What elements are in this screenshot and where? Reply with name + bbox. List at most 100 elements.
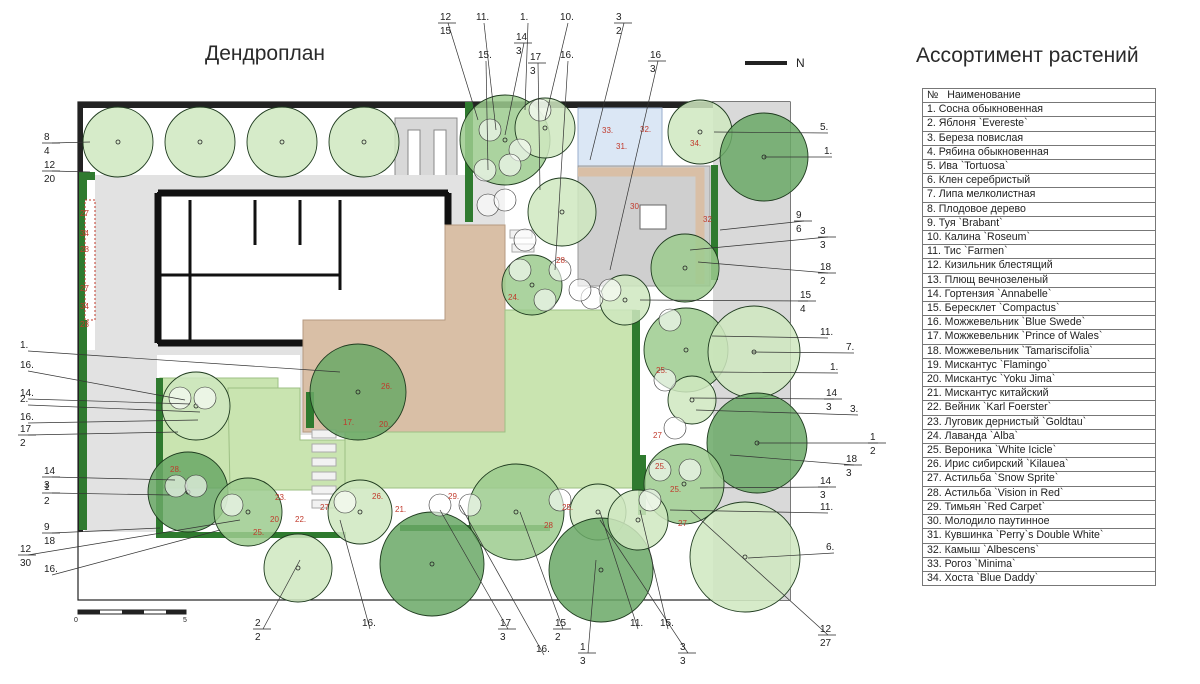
callout-quantity: 18 <box>44 536 56 547</box>
tree-trunk-marker <box>502 137 508 143</box>
shrub <box>473 158 497 182</box>
plant-name: 22. Вейник `Karl Foerster` <box>922 400 1156 416</box>
shrub <box>638 488 662 512</box>
plant-callout: 1. <box>824 146 832 157</box>
leader-line <box>519 511 564 630</box>
plant-number-label: 26. <box>372 492 383 501</box>
leader-line <box>27 419 199 424</box>
shrub <box>498 153 522 177</box>
callout-plant-number: 16. <box>20 360 34 371</box>
plant-callout: 84 <box>42 132 60 157</box>
callout-plant-number: 16 <box>650 50 662 61</box>
leader-line <box>27 431 179 436</box>
table-row: 9. Туя `Brabant` <box>922 215 1156 232</box>
tree-trunk-marker <box>355 389 361 395</box>
table-row: 19. Мискантус `Flamingo` <box>922 357 1156 374</box>
plant-name: 3. Береза повислая <box>922 130 1156 146</box>
tree-canopy <box>246 106 318 178</box>
plant-number-label: 25. <box>253 528 264 537</box>
shrub <box>184 474 208 498</box>
leader-line <box>459 504 545 656</box>
tree-canopy <box>263 533 333 603</box>
callout-plant-number: 11. <box>820 502 833 513</box>
leader-lines <box>27 22 878 656</box>
plant-name: 24. Лаванда `Alba` <box>922 428 1156 445</box>
leader-line <box>27 350 341 373</box>
plant-callout: 11. <box>820 502 833 513</box>
callout-plant-number: 3 <box>820 226 826 237</box>
plant-callout: 33 <box>678 642 696 667</box>
callout-plant-number: 7. <box>846 342 854 353</box>
leader-line <box>689 236 829 251</box>
callout-quantity: 3 <box>846 468 852 479</box>
leader-line <box>537 62 541 191</box>
plant-name: 17. Можжевельник `Prince of Wales` <box>922 329 1156 345</box>
tree-trunk-marker <box>115 139 121 145</box>
header-num: № <box>927 89 939 101</box>
leader-line <box>439 509 509 630</box>
tree-trunk-marker <box>197 139 203 145</box>
callout-quantity: 3 <box>820 240 826 251</box>
plant-callout: 1. <box>520 12 528 23</box>
assortment-title: Ассортимент растений <box>916 44 1139 67</box>
trees-layer <box>82 94 809 623</box>
plant-callout: 11. <box>476 12 489 23</box>
leader-line <box>51 529 221 576</box>
callout-plant-number: 1 <box>870 432 876 443</box>
callout-plant-number: 6. <box>826 542 834 553</box>
plant-number-label: 27 <box>653 431 662 440</box>
table-row: 4. Рябина обыкновенная <box>922 144 1156 161</box>
table-row: 22. Вейник `Karl Foerster` <box>922 400 1156 416</box>
plant-number-label: 28 <box>80 320 89 329</box>
shrub <box>193 386 217 410</box>
table-row: 16. Можжевельник `Blue Swede` <box>922 315 1156 331</box>
leader-line <box>339 519 371 630</box>
callout-quantity: 2 <box>555 632 561 643</box>
table-row: 12. Кизильник блестящий <box>922 258 1156 274</box>
scale-bar <box>77 609 187 615</box>
callout-plant-number: 12 <box>440 12 452 23</box>
callout-quantity: 2 <box>255 632 261 643</box>
callout-plant-number: 3. <box>850 404 858 415</box>
leader-line <box>504 42 525 136</box>
plant-callout: 16. <box>560 50 574 61</box>
shrub <box>458 493 482 517</box>
plant-callout: 1. <box>20 340 28 351</box>
plant-name: 2. Яблоня `Evereste` <box>922 116 1156 132</box>
plant-name: 31. Кувшинка `Perry`s Double White` <box>922 528 1156 544</box>
plant-callout: 1. <box>830 362 838 373</box>
plant-number-label: 27 <box>80 209 89 218</box>
callout-plant-number: 1. <box>520 12 528 23</box>
tree-canopy <box>328 106 400 178</box>
leader-line <box>51 527 161 534</box>
leader-line <box>697 261 829 274</box>
leader-line <box>27 370 186 401</box>
plant-number-label: 34. <box>690 139 701 148</box>
scale-end-label: 5 <box>183 617 187 624</box>
table-row: 3. Береза повислая <box>922 130 1156 146</box>
tree-trunk-marker <box>598 567 604 573</box>
tree-trunk-marker <box>742 554 748 560</box>
callout-plant-number: 18 <box>820 262 832 273</box>
callout-plant-number: 12 <box>820 624 832 635</box>
callout-plant-number: 17 <box>20 424 32 435</box>
plant-callout: 11. <box>630 618 643 629</box>
north-fence <box>78 102 718 108</box>
shrub <box>493 188 517 212</box>
shrub <box>653 368 677 392</box>
leader-line <box>262 559 301 630</box>
leader-line <box>587 559 597 654</box>
callout-plant-number: 8 <box>44 132 50 143</box>
leader-line <box>589 22 625 161</box>
table-row: 10. Калина `Roseum` <box>922 230 1156 246</box>
callout-plant-number: 17 <box>530 52 542 63</box>
leader-line <box>51 476 176 481</box>
tree-canopy <box>164 106 236 178</box>
shrub <box>164 474 188 498</box>
leader-line <box>689 397 835 400</box>
table-row: 24. Лаванда `Alba` <box>922 428 1156 445</box>
callout-plant-number: 15 <box>555 618 567 629</box>
header-name: Наименование <box>947 89 1021 101</box>
